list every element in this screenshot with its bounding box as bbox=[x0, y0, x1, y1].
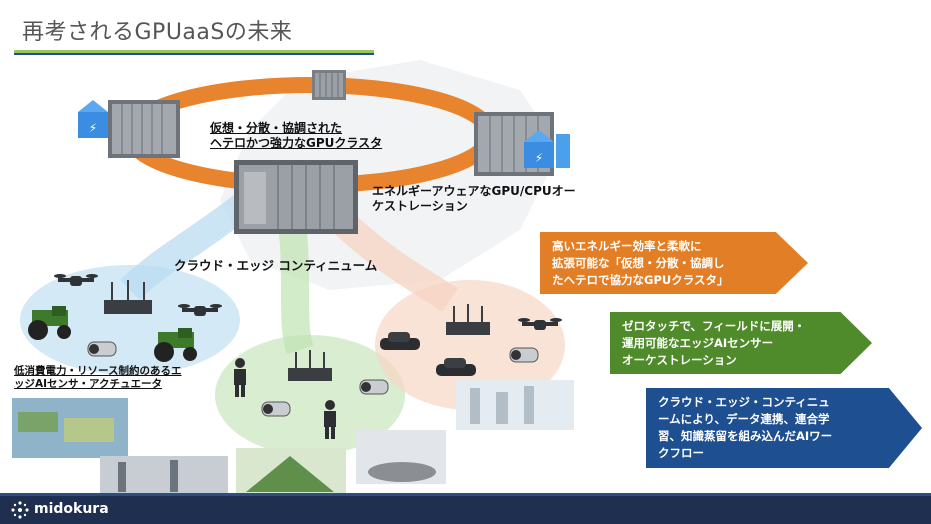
cluster-label: 仮想・分散・協調された ヘテロかつ強力なGPUクラスタ bbox=[210, 121, 382, 151]
callout-gpu-cluster-line3: たヘテロで協力なGPUクラスタ」 bbox=[552, 273, 729, 287]
svg-text:⚡: ⚡ bbox=[89, 121, 97, 135]
camera-icon-3 bbox=[359, 379, 389, 395]
router-icon-blue bbox=[104, 280, 152, 314]
orchestration-label: エネルギーアウェアなGPU/CPUオー ケストレーション bbox=[372, 184, 576, 214]
page-title: 再考されるGPUaaSの未来 bbox=[22, 20, 293, 45]
callout-ai-workflow-line4: クフロー bbox=[658, 446, 704, 460]
green-zone bbox=[215, 335, 405, 455]
callout-edge-ai: ゼロタッチで、フィールドに展開・ 運用可能なエッジAIセンサー オーケストレーシ… bbox=[610, 312, 872, 374]
logo-text: midokura bbox=[34, 501, 109, 517]
cluster-label-line2: ヘテロかつ強力なGPUクラスタ bbox=[210, 136, 383, 150]
edge-label-line2: ッジAIセンサ・アクチュエータ bbox=[14, 378, 163, 390]
drone-icon-1 bbox=[54, 274, 98, 286]
callout-ai-workflow-line1: クラウド・エッジ・コンティニュ bbox=[658, 395, 830, 409]
camera-icon-4 bbox=[509, 347, 539, 363]
edge-label: 低消費電力・リソース制約のあるエ ッジAIセンサ・アクチュエータ bbox=[14, 365, 181, 391]
callout-gpu-cluster-line1: 高いエネルギー効率と柔軟に bbox=[552, 239, 702, 253]
camera-icon-1 bbox=[87, 341, 117, 357]
power-station-icon-left: ⚡ bbox=[78, 100, 108, 138]
midokura-logo-icon bbox=[11, 501, 29, 519]
footer-accent bbox=[0, 493, 931, 496]
footer-bar bbox=[0, 496, 931, 524]
orchestration-label-line1: エネルギーアウェアなGPU/CPUオー bbox=[372, 184, 576, 198]
tractor-icon-1 bbox=[28, 306, 71, 340]
scene-image-city bbox=[100, 456, 228, 496]
callout-ai-workflow: クラウド・エッジ・コンティニュ ームにより、データ連携、連合学 習、知識蒸留を組… bbox=[646, 388, 922, 468]
callout-edge-ai-line1: ゼロタッチで、フィールドに展開・ bbox=[622, 319, 806, 333]
svg-text:⚡: ⚡ bbox=[535, 151, 543, 165]
callout-edge-ai-line3: オーケストレーション bbox=[622, 353, 737, 367]
continuum-label: クラウド・エッジ コンティニューム bbox=[174, 258, 378, 273]
drone-icon-3 bbox=[518, 318, 562, 330]
callout-gpu-cluster-line2: 拡張可能な「仮想・分散・協調し bbox=[552, 256, 725, 270]
scene-image-farm bbox=[12, 398, 128, 458]
cluster-label-line1: 仮想・分散・協調された bbox=[210, 121, 343, 135]
callout-ai-workflow-line3: 習、知識蒸留を組み込んだAIワー bbox=[658, 429, 833, 443]
callout-edge-ai-line2: 運用可能なエッジAIセンサー bbox=[622, 336, 774, 350]
callout-ai-workflow-line2: ームにより、データ連携、連合学 bbox=[658, 412, 830, 426]
callout-gpu-cluster: 高いエネルギー効率と柔軟に 拡張可能な「仮想・分散・協調し たヘテロで協力なGP… bbox=[540, 232, 808, 294]
router-icon-green bbox=[288, 350, 332, 381]
edge-label-line1: 低消費電力・リソース制約のあるエ bbox=[14, 365, 182, 377]
container-center bbox=[234, 160, 358, 234]
container-left bbox=[108, 100, 180, 158]
title-underline-green bbox=[14, 50, 374, 53]
tractor-icon-2 bbox=[154, 328, 197, 362]
camera-icon-2 bbox=[261, 401, 291, 417]
car-icon-1 bbox=[380, 332, 420, 350]
scene-image-tunnel bbox=[356, 430, 446, 484]
container-top bbox=[312, 70, 346, 100]
car-icon-2 bbox=[436, 358, 476, 376]
robot-icon-2 bbox=[324, 400, 336, 439]
title-underline-blue bbox=[14, 53, 374, 55]
peach-zone bbox=[375, 280, 565, 410]
scene-image-mountain bbox=[236, 448, 346, 496]
router-icon-peach bbox=[446, 304, 490, 335]
scene-image-factory bbox=[456, 380, 574, 430]
robot-icon-1 bbox=[234, 358, 246, 397]
drone-icon-2 bbox=[178, 304, 222, 316]
orchestration-label-line2: ケストレーション bbox=[372, 199, 468, 213]
power-station-icon-right: ⚡ bbox=[524, 130, 570, 168]
